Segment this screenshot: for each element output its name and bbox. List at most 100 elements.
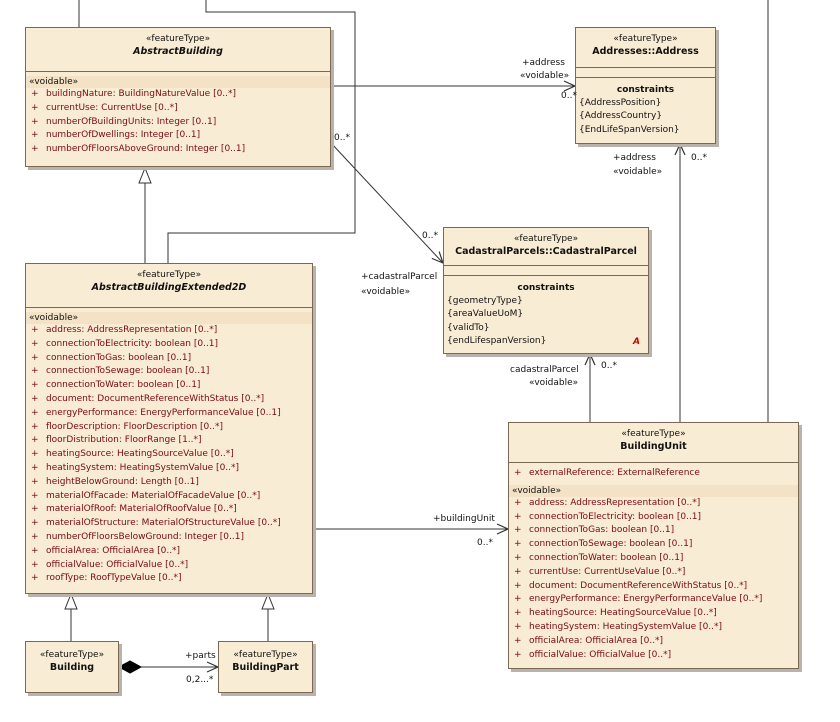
constraint-item: {geometryType} [447,296,523,306]
generalization-arrowhead-2d [138,166,152,184]
constraint-item: {endLifespanVersion} [447,335,547,346]
attribute-list: +address: AddressRepresentation [0..*] +c… [26,324,312,586]
stereotype-voidable-unit-address: «voidable» [613,167,663,177]
constraints-title: constraints [616,85,675,95]
attribute-row: +connectionToElectricity: boolean [0..1] [31,338,219,349]
attribute-row: +officialArea: OfficialArea [0..*] [31,545,181,556]
attribute-row: +floorDescription: FloorDescription [0..… [31,421,224,432]
attribute-row: +connectionToGas: boolean [0..1] [514,525,675,536]
class-name: Addresses::Address [592,46,699,57]
attribute-row: +connectionToWater: boolean [0..1] [514,552,684,563]
voidable-section-label: «voidable» [26,312,312,324]
attribute-row: +numberOfDwellings: Integer [0..1] [31,130,201,141]
attribute-row: +heatingSource: HeatingSourceValue [0..*… [31,449,234,460]
class-name: BuildingUnit [620,441,687,452]
stereotype-label: «featureType» [513,234,579,244]
constraint-item: {AddressCountry} [579,111,663,122]
connector-top-mid [167,0,356,263]
constraint-item: {AddressPosition} [579,98,662,108]
attribute-row: +address: AddressRepresentation [0..*] [514,497,701,508]
role-address: +address [522,58,565,68]
stereotype-label: «featureType» [39,650,105,660]
multiplicity-unit-cadastral: 0..* [601,361,617,371]
attribute-row: +officialArea: OfficialArea [0..*] [514,635,664,646]
attribute-list: +buildingNature: BuildingNatureValue [0.… [26,88,330,157]
class-building[interactable]: «featureType» Building [25,641,119,693]
attribute-row: +connectionToWater: boolean [0..1] [31,380,201,391]
attribute-row: +officialValue: OfficialValue [0..*] [31,559,189,570]
constraints-title: constraints [517,283,575,293]
class-name: Building [49,662,95,673]
attribute-row: +floorDistribution: FloorRange [1..*] [31,435,202,446]
attribute-row: +roofType: RoofTypeValue [0..*] [31,573,182,584]
attribute-row: +energyPerformance: EnergyPerformanceVal… [31,407,281,418]
attribute-row: +currentUse: CurrentUseValue [0..*] [514,566,686,577]
stereotype-label: «featureType» [136,270,202,280]
class-address[interactable]: «featureType» Addresses::Address constra… [575,27,716,144]
attribute-row: +materialOfFacade: MaterialOfFacadeValue… [31,490,261,501]
stereotype-voidable-cadastral: «voidable» [361,287,411,297]
class-name: CadastralParcels::CadastralParcel [455,246,637,257]
multiplicity-parts: 0,2...* [186,675,214,685]
multiplicity-unit-address: 0..* [691,153,707,163]
attribute-row: +heatingSource: HeatingSourceValue [0..*… [514,608,717,619]
constraint-item: {areaValueUoM} [447,309,524,320]
generalization-arrowhead-buildingpart [261,592,275,610]
stereotype-voidable-address: «voidable» [520,71,570,81]
attribute-row: +document: DocumentReferenceWithStatus [… [514,580,748,591]
generalization-arrowhead-building [64,592,78,610]
constraint-item: {validTo} [447,322,490,333]
attribute-row: +connectionToSewage: boolean [0..1] [514,539,693,550]
constraint-list: {geometryType} {areaValueUoM} {validTo} {en… [444,295,648,348]
attribute-row: +connectionToSewage: boolean [0..1] [31,366,210,377]
constraint-item: {EndLifeSpanVersion} [579,124,680,135]
role-parts: +parts [185,651,216,661]
attribute-row: +materialOfRoof: MaterialOfRoofValue [0.… [31,504,237,515]
multiplicity-building-unit: 0..* [477,538,493,548]
stereotype-voidable-unit-cadastral: «voidable» [529,378,579,388]
class-name: BuildingPart [232,662,299,673]
constraint-list: {AddressPosition} {AddressCountry} {EndLif… [576,97,715,137]
attribute-row: +materialOfStructure: MaterialOfStructur… [31,518,281,529]
voidable-section-label: «voidable» [26,76,330,88]
multiplicity-abstract-building-cadastral: 0..* [334,133,350,143]
attribute-row: +currentUse: CurrentUse [0..*] [31,102,178,113]
stereotype-label: «featureType» [621,429,686,439]
stereotype-label: «featureType» [613,34,678,44]
multiplicity-address: 0..* [561,91,577,101]
class-abstract-building[interactable]: «featureType» AbstractBuilding «voidable… [25,27,331,167]
role-unit-cadastral: cadastralParcel [510,365,579,375]
attribute-row: +heatingSystem: HeatingSystemValue [0..*… [31,462,240,473]
attribute-row: +heightBelowGround: Length [0..1] [31,476,199,487]
class-cadastral-parcel[interactable]: «featureType» CadastralParcels::Cadastra… [443,227,649,354]
association-cadastral [330,142,444,265]
attribute-row: +numberOfFloorsAboveGround: Integer [0..… [31,144,246,155]
attribute-list: +address: AddressRepresentation [0..*] +c… [509,497,798,663]
class-name: AbstractBuilding [133,46,223,57]
attribute-row: +numberOfBuildingUnits: Integer [0..1] [31,116,217,127]
attribute-row: +connectionToElectricity: boolean [0..1] [514,511,702,522]
stereotype-label: «featureType» [233,650,298,660]
attribute-row: +numberOfFloorsBelowGround: Integer [0..… [31,531,244,542]
role-cadastral-parcel: +cadastralParcel [361,272,438,282]
stereotype-label: «featureType» [145,34,211,44]
class-building-part[interactable]: «featureType» BuildingPart [218,641,313,693]
class-building-unit[interactable]: «featureType» BuildingUnit +externalRefe… [508,422,799,669]
composition-diamond [117,660,143,674]
voidable-section-label: «voidable» [509,484,798,497]
attribute-row: +address: AddressRepresentation [0..*] [31,325,218,335]
attribute-row: +buildingNature: BuildingNatureValue [0.… [31,89,237,99]
role-building-unit: +buildingUnit [433,514,495,524]
role-unit-address: +address [613,153,656,163]
class-abstract-building-extended-2d[interactable]: «featureType» AbstractBuildingExtended2D… [25,263,313,594]
attribute-row: +heatingSystem: HeatingSystemValue [0..*… [514,621,723,632]
abstract-marker: A [633,337,640,347]
attribute-row: +document: DocumentReferenceWithStatus [… [31,393,265,404]
attribute-row: +officialValue: OfficialValue [0..*] [514,649,672,660]
multiplicity-cadastral: 0..* [422,231,438,241]
class-name: AbstractBuildingExtended2D [91,282,247,293]
attribute-row: +externalReference: ExternalReference [514,468,700,478]
attribute-row: +energyPerformance: EnergyPerformanceVal… [514,594,763,605]
attribute-row: +connectionToGas: boolean [0..1] [31,352,192,363]
